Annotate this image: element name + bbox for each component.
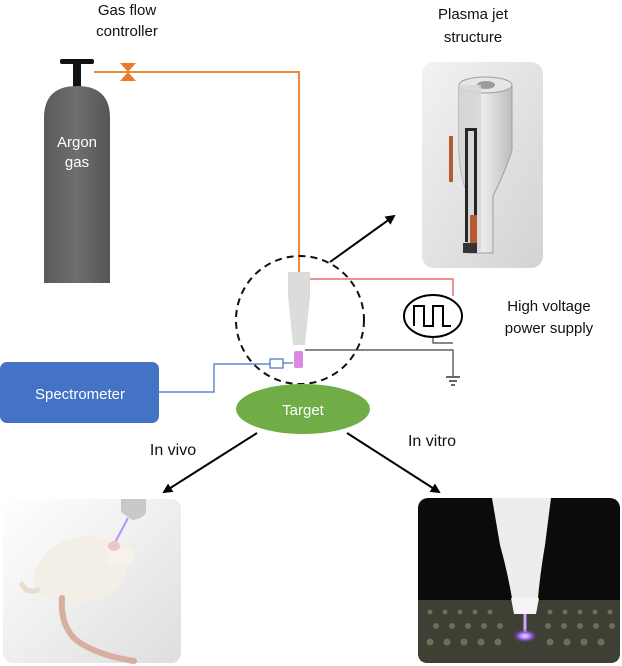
in-vivo-jet-nozzle xyxy=(121,499,146,520)
arrow-to-structure xyxy=(329,214,396,263)
argon-gas-label-line2: gas xyxy=(65,154,89,171)
spectrometer-box xyxy=(0,362,159,423)
argon-gas-label-line1: Argon xyxy=(57,134,97,151)
square-wave-source-icon xyxy=(403,294,463,338)
target-ellipse xyxy=(236,384,370,434)
square-wave xyxy=(413,305,451,327)
mouse-ear xyxy=(108,541,120,551)
cylinder-body xyxy=(44,86,110,283)
in-vitro-jet-body xyxy=(492,498,551,598)
valve-icon xyxy=(120,63,136,81)
cylinder-handle-bar xyxy=(60,59,94,64)
copper-electrode-lower xyxy=(470,215,477,249)
inner-electrode xyxy=(465,130,468,242)
plasma-jet-structure-image xyxy=(422,62,543,268)
cylinder-valve-stem xyxy=(73,63,81,87)
target: Target xyxy=(236,384,370,434)
gas-flow-controller-label: Gas flow controller xyxy=(96,2,158,40)
hv-label-line2: power supply xyxy=(505,320,594,337)
housing-bore xyxy=(477,81,495,89)
arrow-in-vitro xyxy=(346,432,441,494)
in-vivo-label: In vivo xyxy=(150,442,196,459)
nozzle-body xyxy=(288,272,310,345)
in-vivo-photo xyxy=(3,499,181,664)
hv-label-line1: High voltage xyxy=(507,298,590,315)
plasma-jet-structure-label-line1: Plasma jet xyxy=(438,6,509,23)
argon-gas-cylinder: Argon gas xyxy=(44,59,110,283)
plasma-jet-nozzle xyxy=(288,272,310,368)
spectrometer: Spectrometer xyxy=(0,362,159,423)
gas-flow-controller-label-line2: controller xyxy=(96,23,158,40)
mouse-tail xyxy=(58,595,137,664)
ground-icon xyxy=(446,376,460,386)
in-vitro-plasma-glow xyxy=(512,629,538,643)
mouse-body xyxy=(33,536,126,603)
arrow-in-vivo xyxy=(162,432,258,494)
electrode-cap xyxy=(465,128,477,131)
in-vitro-jet-tip xyxy=(511,598,539,614)
mouse-hind-leg xyxy=(19,581,41,594)
hv-line xyxy=(310,278,454,296)
plasma-plume xyxy=(294,351,303,368)
valve-icon-bottom xyxy=(120,72,136,81)
valve-icon-top xyxy=(120,63,136,72)
copper-electrode-outer xyxy=(449,136,453,182)
nozzle-tip xyxy=(463,243,477,253)
high-voltage-power-supply-label: High voltage power supply xyxy=(505,298,594,337)
ground-line xyxy=(305,349,454,376)
spectrometer-label: Spectrometer xyxy=(35,386,125,403)
target-label: Target xyxy=(282,402,325,419)
in-vitro-photo xyxy=(418,498,620,663)
jet-zoom-circle xyxy=(235,255,365,385)
in-vitro-label: In vitro xyxy=(408,433,456,450)
gas-line-path xyxy=(94,71,300,272)
plasma-jet-structure-label-line2: structure xyxy=(444,29,502,46)
optical-fiber xyxy=(159,363,270,393)
gas-line xyxy=(94,71,300,272)
well-plate-holes xyxy=(426,609,615,646)
inner-electrode-2 xyxy=(474,130,477,242)
fiber-probe xyxy=(269,358,284,369)
plasma-jet-structure-label: Plasma jet structure xyxy=(438,6,509,46)
gas-flow-controller-label-line1: Gas flow xyxy=(98,2,157,19)
